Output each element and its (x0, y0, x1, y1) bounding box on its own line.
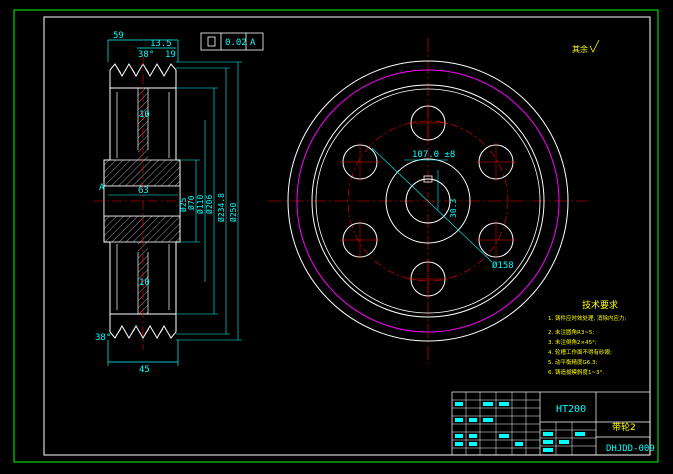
tech-req-item: 6. 铸造拔模斜度1~3°. (548, 368, 604, 376)
keyway-dim-label: 30.3 (449, 199, 458, 218)
dim-38-deg-bottom: 38° (95, 333, 111, 343)
outer-frame (13, 9, 659, 463)
dim-d110: Ø110 (195, 195, 205, 214)
dim-38-deg-top: 38° (138, 50, 154, 60)
drawing-border (43, 16, 651, 456)
dim-13-5: 13.5 (150, 39, 172, 49)
datum-label: A (99, 183, 105, 193)
dim-web-bottom: 10 (139, 278, 150, 288)
tech-req-item: 4. 轮槽工作面不得有砂眼; (548, 348, 612, 356)
bore-dim-label: 107.0 ±8 (412, 150, 455, 160)
part-name-label: 带轮2 (612, 421, 636, 433)
dim-d250: Ø250 (228, 203, 238, 222)
keyway (423, 175, 433, 183)
tolerance-datum: A (250, 38, 256, 48)
tolerance-value: 0.02 (225, 38, 247, 48)
pulley-top-rim (109, 63, 177, 89)
hub-section-bottom (103, 215, 181, 243)
tolerance-frame (200, 32, 264, 51)
side-view: 59 13.5 38° 19 0.02 A (94, 31, 264, 375)
hole-pitch-circle (347, 120, 509, 282)
hub-outer (385, 158, 471, 244)
rim-outer (287, 60, 569, 342)
tech-req-item: 5. 动平衡精度G6.3; (548, 358, 598, 366)
dim-web-top: 10 (139, 110, 150, 120)
tech-req-title: 技术要求 (582, 299, 618, 311)
surface-finish-note: 其余 (572, 44, 588, 54)
dim-19: 19 (165, 50, 176, 60)
hub-section-top (103, 159, 181, 187)
material-label: HT200 (556, 404, 586, 415)
tech-requirements: 技术要求 1. 铸件应时效处理, 消除内应力; 2. 未注圆角R3~5; 3. … (548, 299, 626, 376)
dim-d206: Ø206 (204, 195, 214, 214)
dim-45: 45 (139, 365, 150, 375)
hub-bore-circle (405, 178, 451, 224)
dim-63: 63 (138, 186, 149, 196)
rim-groove (296, 69, 560, 333)
tech-req-item: 2. 未注圆角R3~5; (548, 328, 594, 336)
pulley-bottom-rim (109, 313, 177, 339)
title-block (451, 391, 651, 456)
tech-req-item: 3. 未注倒角2×45°; (548, 338, 597, 346)
tech-req-item: 1. 铸件应时效处理, 消除内应力; (548, 314, 626, 322)
surface-finish-icon (589, 39, 600, 53)
drawing-number-label: DHJDD-009 (606, 444, 655, 454)
dim-59: 59 (113, 31, 124, 41)
dim-d70: Ø70 (186, 195, 196, 210)
front-view: 107.0 ±8 30.3 Ø158 (268, 38, 588, 364)
dim-bore: Ø25 (178, 197, 188, 212)
dim-d234: Ø234.8 (216, 193, 226, 222)
hole-circle-dim-label: Ø158 (492, 260, 514, 271)
